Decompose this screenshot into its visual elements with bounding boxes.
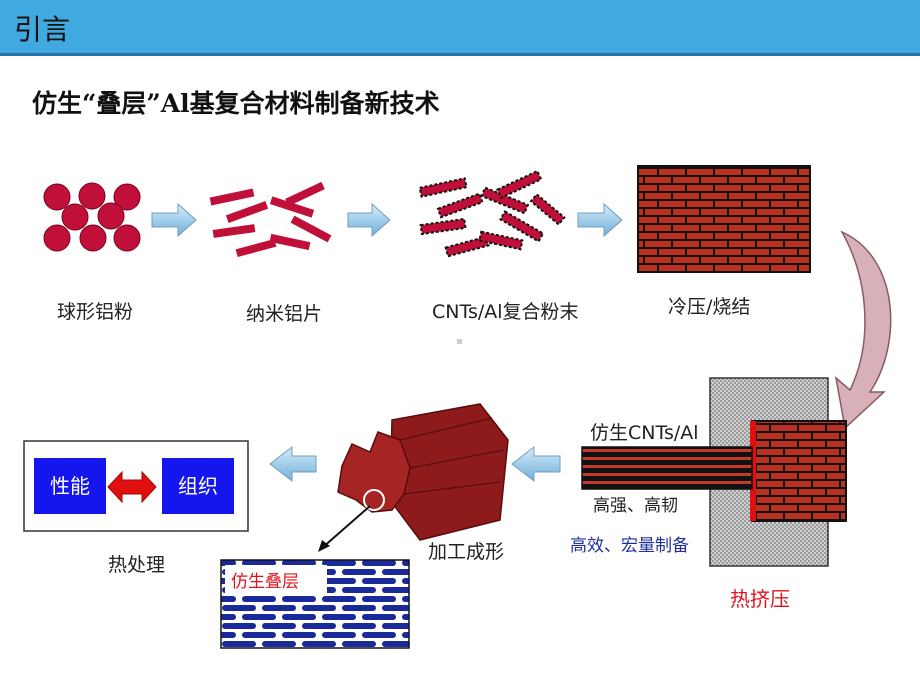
microstructure-box: 组织 xyxy=(162,458,234,514)
label-efficiency: 高效、宏量制备 xyxy=(570,536,689,556)
label-inset: 仿生叠层 xyxy=(231,572,299,592)
page-title: 引言 xyxy=(14,13,71,46)
die-interface xyxy=(750,421,756,521)
label-forming: 加工成形 xyxy=(428,541,505,563)
label-product: 仿生CNTs/Al xyxy=(590,422,699,444)
compacted-block-figure xyxy=(637,165,811,273)
extruded-bar-figure xyxy=(581,446,753,490)
header-bar: 引言 xyxy=(0,0,920,56)
label-hot-extrusion: 热挤压 xyxy=(730,587,790,611)
performance-label: 性能 xyxy=(50,474,90,498)
decorative-dot xyxy=(457,339,462,344)
label-heat-treatment: 热处理 xyxy=(108,554,166,576)
arrow-left-icon xyxy=(269,445,561,483)
label-properties: 高强、高韧 xyxy=(593,496,678,516)
microstructure-label: 组织 xyxy=(178,474,218,498)
inset-label-bg xyxy=(225,565,327,593)
zoom-pointer xyxy=(321,505,371,549)
curved-arrow-icon xyxy=(834,230,892,430)
composite-powder-figure xyxy=(418,169,566,258)
formed-profile-figure xyxy=(337,403,509,541)
label-cold-press: 冷压/烧结 xyxy=(668,296,751,318)
arrow-right-icon xyxy=(151,202,623,238)
double-arrow-icon xyxy=(107,470,157,504)
label-spherical-powder: 球形铝粉 xyxy=(57,301,134,323)
label-nano-flake: 纳米铝片 xyxy=(246,303,323,325)
performance-box: 性能 xyxy=(34,458,106,514)
billet-figure xyxy=(751,420,847,522)
slide-subtitle: 仿生“叠层”Al基复合材料制备新技术 xyxy=(32,89,440,118)
spherical-powder-figure xyxy=(43,182,141,252)
nano-flake-figure xyxy=(209,181,332,258)
label-composite-powder: CNTs/Al复合粉末 xyxy=(432,301,579,323)
